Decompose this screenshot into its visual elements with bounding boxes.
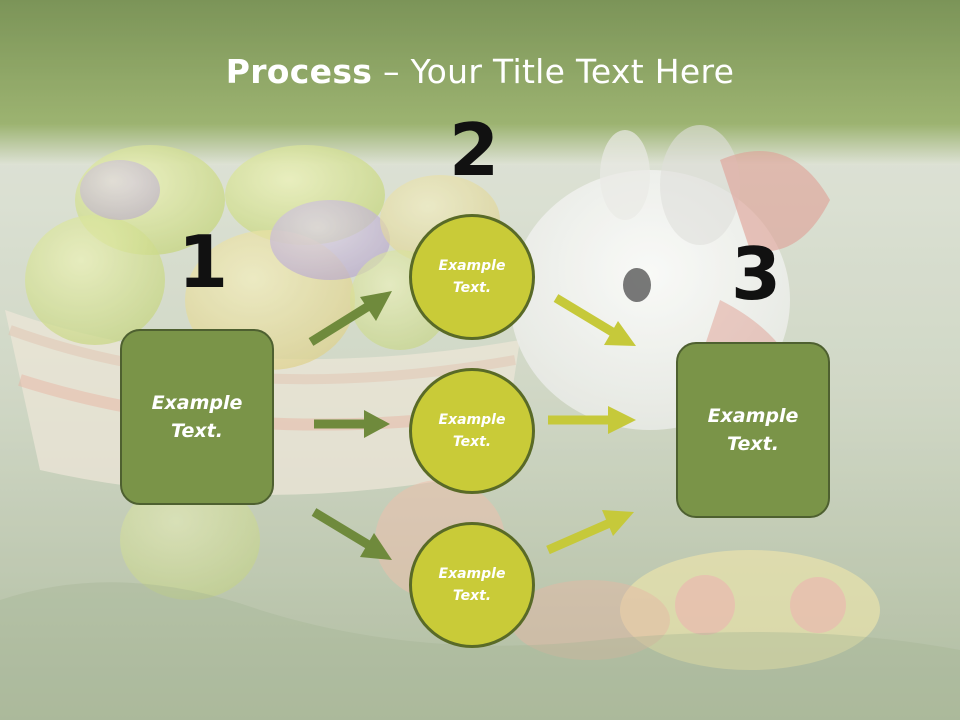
step-number-3: 3 bbox=[731, 232, 782, 316]
circle-middle: Example Text. bbox=[409, 368, 535, 494]
circle-bottom-text: Example Text. bbox=[438, 565, 506, 604]
title-bold: Process bbox=[225, 52, 373, 91]
arrow-box1-to-circle-middle bbox=[314, 410, 390, 438]
title-rest: – Your Title Text Here bbox=[372, 52, 735, 91]
circle-top-text: Example Text. bbox=[438, 257, 506, 296]
step-3-box: Example Text. bbox=[676, 342, 830, 518]
step-number-1: 1 bbox=[178, 220, 229, 304]
step-1-box: Example Text. bbox=[120, 329, 274, 505]
circle-top: Example Text. bbox=[409, 214, 535, 340]
arrow-box1-to-circle-top bbox=[308, 291, 392, 346]
circle-bottom: Example Text. bbox=[409, 522, 535, 648]
arrow-circle-middle-to-box3 bbox=[548, 406, 636, 434]
arrow-circle-top-to-box3 bbox=[553, 294, 636, 346]
step-number-2: 2 bbox=[449, 108, 500, 192]
step-3-text: Example Text. bbox=[707, 404, 799, 456]
arrow-circle-bottom-to-box3 bbox=[546, 510, 634, 555]
slide-title: Process – Your Title Text Here bbox=[0, 52, 960, 91]
circle-middle-text: Example Text. bbox=[438, 411, 506, 450]
arrow-box1-to-circle-bottom bbox=[311, 508, 392, 560]
step-1-text: Example Text. bbox=[151, 391, 243, 443]
